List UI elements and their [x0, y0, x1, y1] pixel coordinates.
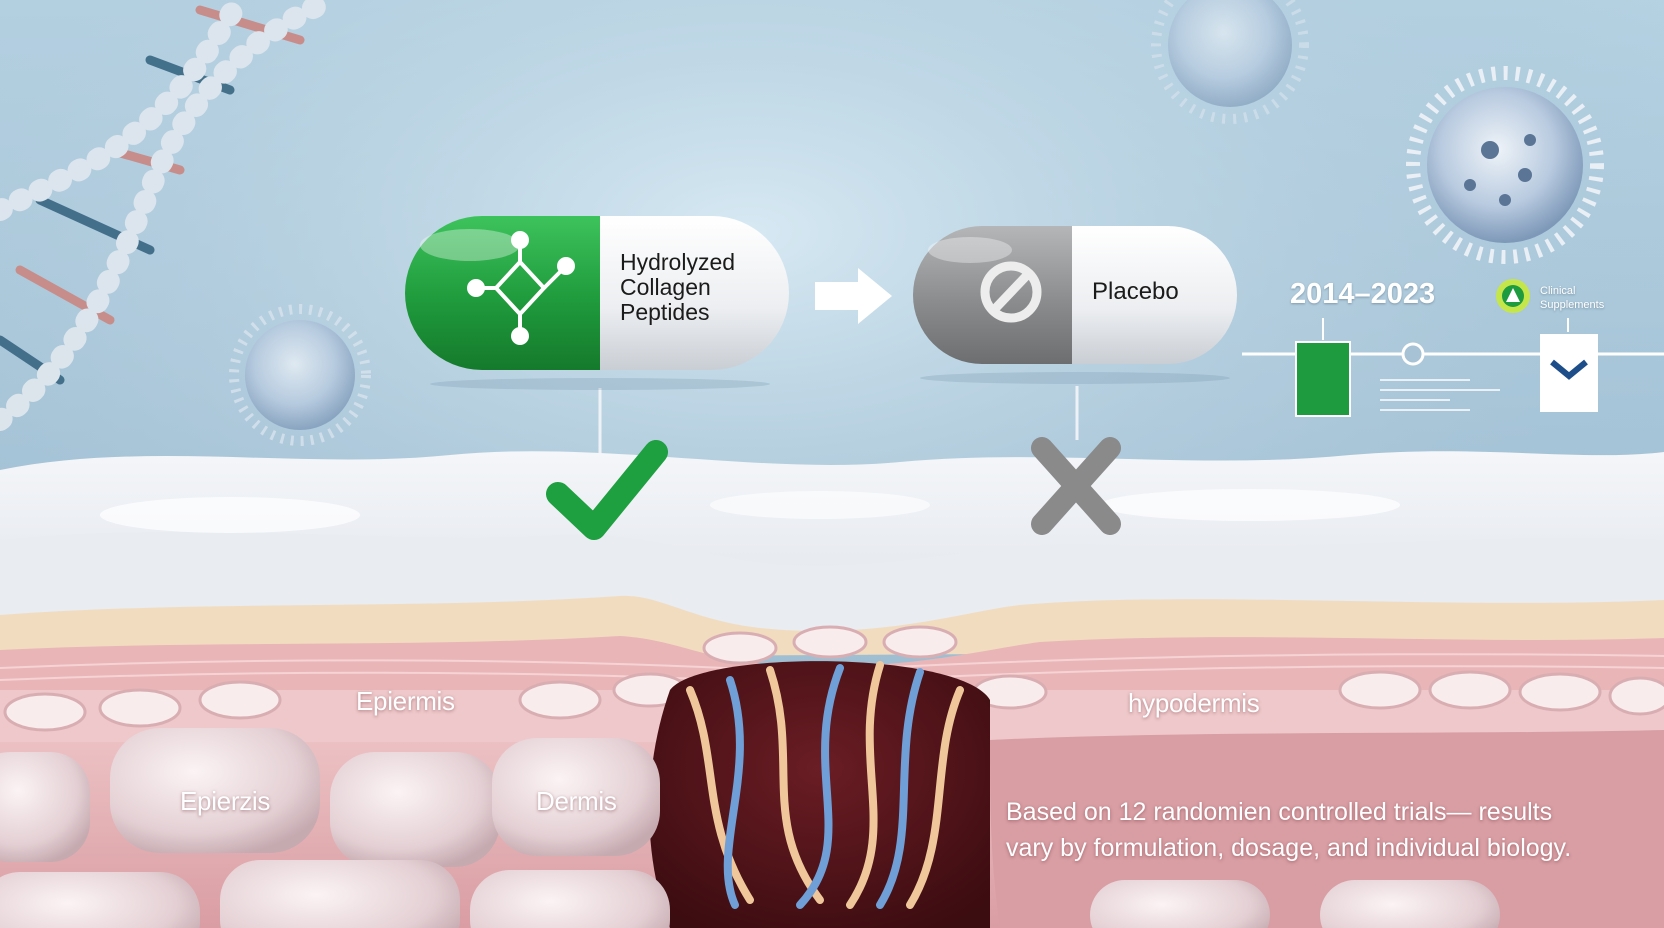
study-doc-green — [1295, 341, 1351, 417]
active-pill-line2: Collagen — [620, 274, 711, 300]
skin-layers — [0, 595, 1664, 928]
clinical-badge-line1: Clinical — [1540, 285, 1576, 297]
active-pill-label: Hydrolyzed Collagen Peptides — [620, 250, 735, 325]
clinical-badge-text: Clinical Supplements — [1540, 284, 1604, 312]
virus-particle-right — [1406, 66, 1604, 264]
virus-particle-top — [1151, 0, 1309, 124]
dna-helix — [0, 0, 341, 431]
active-pill-line1: Hydrolyzed — [620, 249, 736, 275]
footnote-line1: Based on 12 randomien controlled trials—… — [1006, 798, 1553, 826]
placebo-pill-label: Placebo — [1092, 278, 1179, 305]
evidence-footnote: Based on 12 randomien controlled trials—… — [1006, 794, 1636, 866]
footnote-line2: vary by formulation, dosage, and individ… — [1006, 834, 1572, 862]
clinical-badge-line2: Supplements — [1540, 299, 1605, 311]
layer-label-epidermis-upper: Epiermis — [356, 686, 455, 716]
active-pill-line3: Peptides — [620, 299, 710, 325]
no-symbol-icon — [980, 261, 1042, 323]
timeline-years: 2014–2023 — [1290, 278, 1436, 310]
virus-particle-left — [229, 304, 371, 446]
molecule-icon — [467, 231, 575, 345]
arrow-right-icon — [815, 268, 892, 324]
clinical-badge-icon — [1496, 279, 1530, 313]
collagen-fibers — [686, 661, 964, 909]
layer-label-epidermis-lower: Epierzis — [180, 786, 271, 816]
timeline — [1242, 279, 1664, 417]
x-icon — [1031, 437, 1121, 535]
collagen-capsule — [405, 216, 789, 370]
layer-label-dermis: Dermis — [536, 786, 617, 816]
layer-label-hypodermis: hypodermis — [1128, 688, 1260, 718]
check-icon — [546, 440, 668, 540]
placebo-capsule — [913, 226, 1237, 364]
